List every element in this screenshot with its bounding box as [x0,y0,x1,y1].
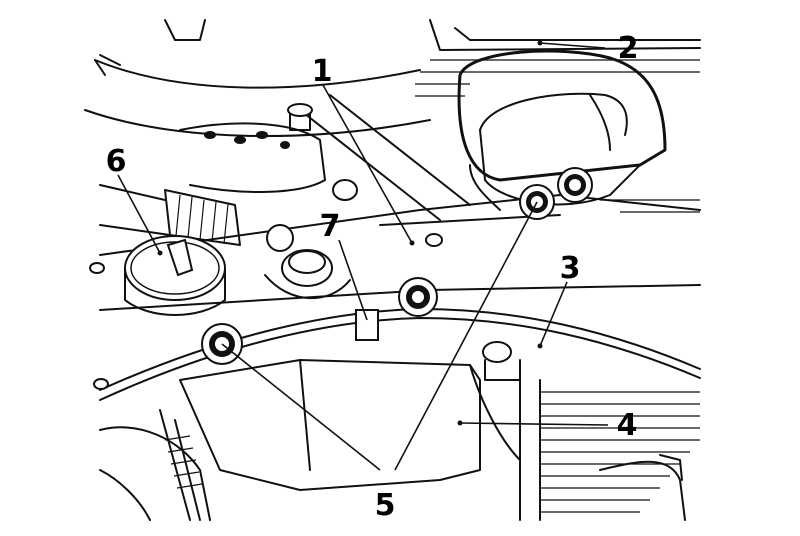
lower-left-suspension [99,409,211,521]
lower-right-components [599,454,686,521]
callout-6: 6 [106,144,127,179]
gearbox-housing [93,341,521,491]
drive-joint-boot [99,184,294,252]
bracket-bolts [519,167,593,220]
callout-3: 3 [560,251,581,286]
central-fitting [264,249,351,300]
callout-1: 1 [312,54,333,89]
cable-line [99,308,701,401]
callout-4: 4 [617,408,638,443]
callout-2: 2 [618,31,639,66]
suspension-arm [179,103,358,201]
leader-lines [117,40,609,471]
hatched-background-panel [415,19,701,521]
callout-5: 5 [375,488,396,523]
callout-7: 7 [320,209,341,244]
upper-curved-body-panel [84,19,431,137]
reservoir-cap [124,235,226,316]
frame-bolts [201,277,438,365]
callout-labels: 1 2 3 4 5 6 7 [106,31,639,523]
